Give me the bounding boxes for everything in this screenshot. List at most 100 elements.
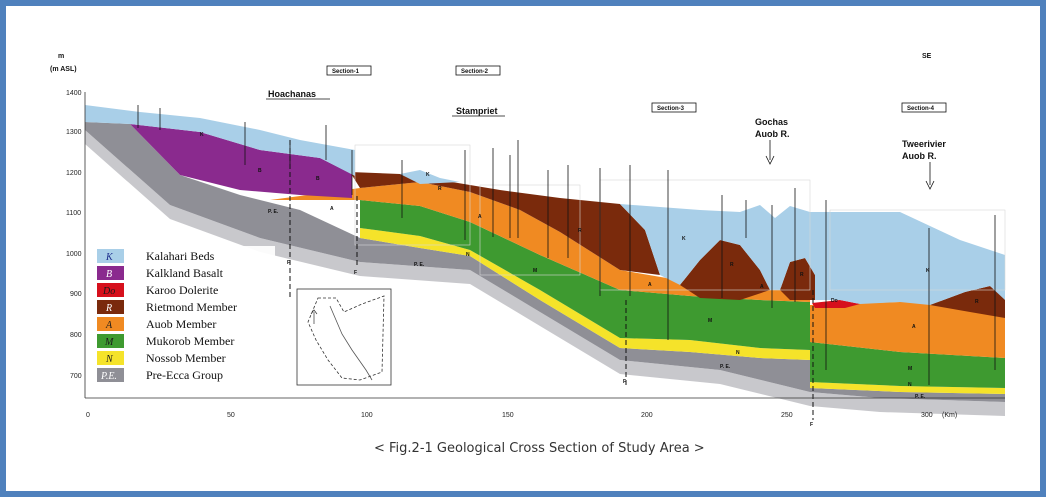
legend: K Kalahari Beds B Kalkland Basalt Do Kar… [95, 246, 275, 386]
svg-text:M: M [104, 337, 114, 348]
unit-label-b: B [258, 168, 262, 174]
x-tick-label: 150 [502, 412, 514, 419]
unit-label-a: A [648, 282, 652, 288]
y-tick-label: 1300 [66, 129, 82, 136]
unit-label-a: A [330, 206, 334, 212]
section-box: Section-1 [326, 65, 372, 76]
y-tick-label: 900 [70, 291, 82, 298]
unit-label-k: K [200, 132, 204, 138]
fault-marker: F [623, 379, 626, 385]
unit-label-k: K [682, 236, 686, 242]
place-stampriet: Stampriet [456, 106, 498, 116]
legend-item-pre-ecca: P.E. Pre-Ecca Group [97, 368, 223, 382]
unit-label-r: R [730, 262, 734, 268]
y-tick-label: 800 [70, 332, 82, 339]
rietmond-layer [350, 172, 660, 275]
nossob-layer [360, 228, 1005, 394]
section-box: Section-3 [651, 102, 697, 113]
unit-label-a: A [912, 324, 916, 330]
mukorob-layer [360, 200, 1005, 388]
y-tick-label: 1000 [66, 251, 82, 258]
place-gochas: Gochas [755, 117, 788, 127]
legend-item-mukorob: M Mukorob Member [97, 334, 234, 348]
unit-label-r: R [578, 228, 582, 234]
unit-label-m: M [708, 318, 712, 324]
legend-label: Kalkland Basalt [146, 266, 224, 280]
unit-label-m: M [908, 366, 912, 372]
legend-item-kalahari: K Kalahari Beds [97, 249, 215, 263]
section-label: Section-4 [907, 106, 935, 112]
place-hoachanas: Hoachanas [268, 89, 316, 99]
rietmond-right [930, 286, 1005, 318]
y-tick-label: 1200 [66, 170, 82, 177]
kalahari-hill [400, 170, 460, 184]
rietmond-dome-2 [780, 258, 815, 300]
x-tick-label: 0 [86, 412, 90, 419]
unit-label-r: R [975, 299, 979, 305]
y-tick-label: 700 [70, 373, 82, 380]
unit-label-r: R [438, 186, 442, 192]
legend-item-basalt: B Kalkland Basalt [97, 266, 224, 280]
section-box: Section-2 [455, 65, 501, 76]
x-tick-label: 300 [921, 412, 933, 419]
y-axis-unit: m [58, 53, 64, 60]
legend-label: Rietmond Member [146, 300, 237, 314]
borehole-lines [137, 105, 996, 385]
svg-text:R: R [105, 303, 112, 314]
y-tick-label: 1100 [66, 210, 81, 217]
kalahari-left [85, 105, 355, 176]
x-tick-label: 200 [641, 412, 653, 419]
place-gochas-river: Auob R. [755, 129, 790, 139]
unit-label-a: A [760, 284, 764, 290]
unit-label-b: B [316, 176, 320, 182]
section-label: Section-1 [332, 69, 360, 75]
dolerite-sill [812, 300, 860, 308]
x-axis-unit: (Km) [942, 412, 957, 419]
fault-marker: F [287, 260, 290, 266]
svg-text:B: B [106, 269, 112, 280]
fault-marker: F [810, 422, 813, 428]
unit-label-pe: P. E. [720, 364, 731, 370]
unit-label-do: Do [831, 298, 838, 304]
auob-layer [270, 182, 1005, 358]
unit-label-n: N [736, 350, 740, 356]
kalahari-right [620, 204, 1005, 305]
legend-item-dolerite: Do Karoo Dolerite [97, 283, 218, 297]
unit-label-r: R [800, 272, 804, 278]
x-tick-label: 50 [227, 412, 235, 419]
unit-label-n: N [466, 252, 470, 258]
svg-text:N: N [105, 354, 114, 365]
unit-label-pe: P. E. [915, 394, 926, 400]
figure-caption: < Fig.2-1 Geological Cross Section of St… [374, 441, 705, 456]
svg-text:P.E.: P.E. [100, 371, 117, 382]
rietmond-dome-1 [680, 240, 770, 300]
legend-label: Mukorob Member [146, 334, 234, 348]
svg-text:A: A [105, 320, 113, 331]
legend-label: Nossob Member [146, 351, 226, 365]
legend-item-rietmond: R Rietmond Member [97, 300, 237, 314]
place-tweerivier: Tweerivier [902, 139, 946, 149]
unit-labels: K K K K B B R R R R R A A A A A M M M N … [200, 132, 979, 400]
legend-label: Karoo Dolerite [146, 283, 218, 297]
y-axis: 1400 1300 1200 1100 1000 900 800 700 m (… [50, 53, 86, 398]
basalt-layer [130, 124, 352, 198]
y-tick-label: 1400 [66, 90, 82, 97]
unit-label-m: M [533, 268, 537, 274]
unit-label-pe: P. E. [414, 262, 425, 268]
y-axis-unit-asl: (m ASL) [50, 66, 77, 73]
section-box: Section-4 [901, 102, 947, 113]
legend-item-auob: A Auob Member [97, 317, 216, 331]
x-tick-label: 100 [361, 412, 373, 419]
unit-label-pe: P. E. [268, 209, 279, 215]
unit-label-k: K [926, 268, 930, 274]
svg-text:K: K [105, 252, 114, 263]
unit-label-n: N [908, 382, 912, 388]
legend-label: Auob Member [146, 317, 216, 331]
legend-item-nossob: N Nossob Member [97, 351, 226, 365]
compass-se: SE [922, 53, 932, 60]
legend-label: Pre-Ecca Group [146, 368, 223, 382]
fault-marker: F [354, 270, 357, 276]
unit-label-a: A [478, 214, 482, 220]
x-tick-label: 250 [781, 412, 793, 419]
